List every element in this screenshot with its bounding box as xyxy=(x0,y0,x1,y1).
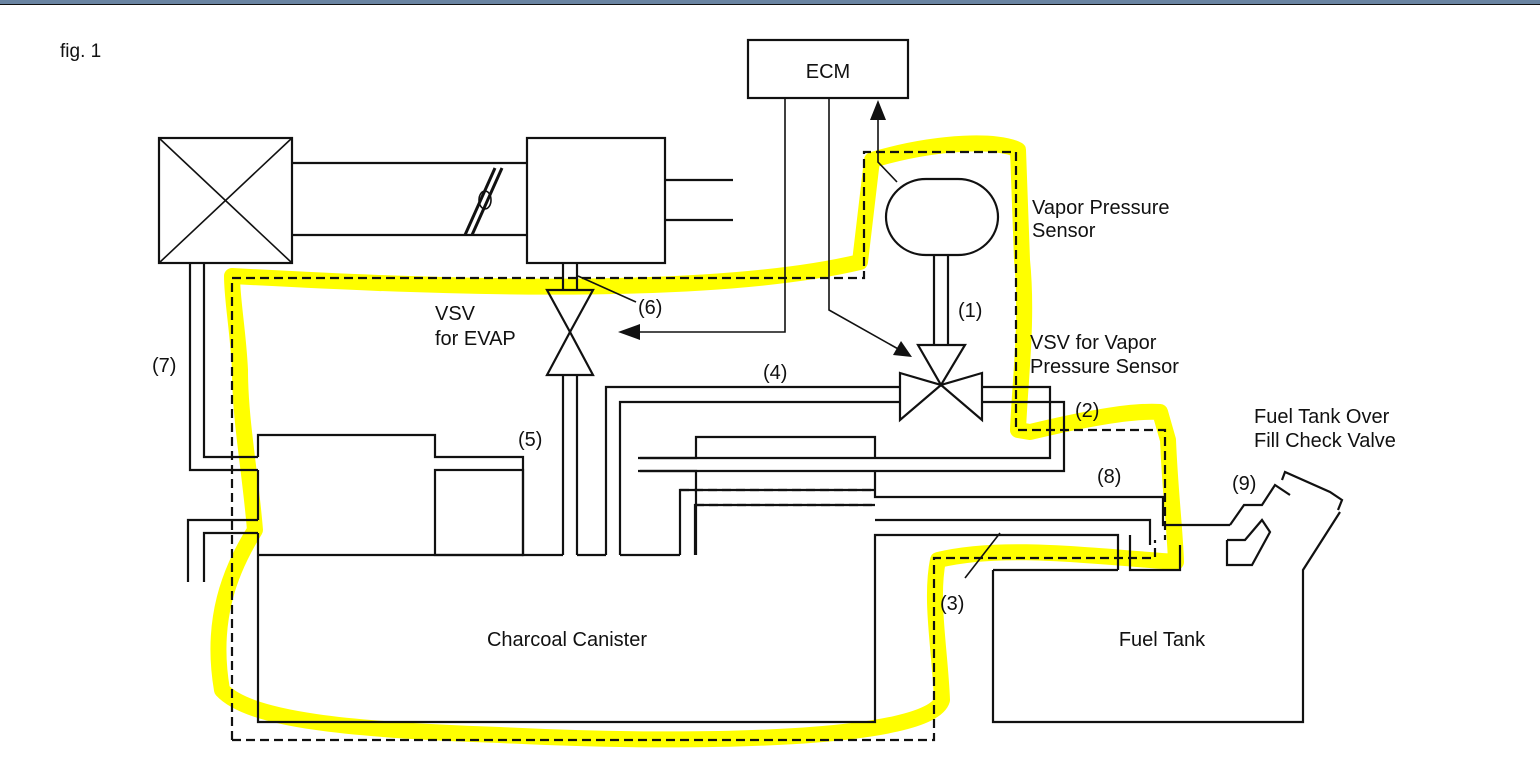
throttle-valve-icon xyxy=(463,167,504,236)
figure-caption: fig. 1 xyxy=(60,41,101,62)
air-cleaner xyxy=(157,136,294,265)
vsv-evap: VSV for EVAP xyxy=(435,275,637,555)
vapor-pressure-sensor: Vapor Pressure Sensor xyxy=(884,177,1169,345)
fuel-tank: Fuel Tank xyxy=(991,511,1341,724)
callout-1: (1) xyxy=(958,300,982,322)
intake-pipe xyxy=(292,161,527,237)
fuel-tank-label: Fuel Tank xyxy=(1119,629,1206,651)
pipe-8-chamber xyxy=(638,435,1230,572)
vapor-pressure-sensor-label-2: Sensor xyxy=(1032,220,1096,242)
vsv-vapor-pressure-sensor: VSV for Vapor Pressure Sensor xyxy=(604,332,1179,555)
arrow-icon xyxy=(870,100,886,120)
check-valve-label-2: Fill Check Valve xyxy=(1254,430,1396,452)
check-valve-label-1: Fuel Tank Over xyxy=(1254,406,1390,428)
vsv-vapor-label-1: VSV for Vapor xyxy=(1030,332,1157,354)
vapor-pressure-sensor-label-1: Vapor Pressure xyxy=(1032,197,1169,219)
vsv-evap-label-1: VSV xyxy=(435,303,476,325)
intake-manifold xyxy=(525,136,733,290)
dashed-outline-sensor xyxy=(230,150,1167,740)
vsv-evap-label-2: for EVAP xyxy=(435,328,516,350)
pipe-7 xyxy=(186,263,258,582)
callout-3: (3) xyxy=(940,593,964,615)
callout-9: (9) xyxy=(1232,473,1256,495)
callout-4: (4) xyxy=(763,362,787,384)
callout-7: (7) xyxy=(152,355,176,377)
callout-6: (6) xyxy=(638,297,662,319)
callout-5: (5) xyxy=(518,429,542,451)
callout-2: (2) xyxy=(1075,400,1099,422)
fuel-tank-over-fill-check-valve: Fuel Tank Over Fill Check Valve xyxy=(1225,406,1396,567)
highlighted-path xyxy=(210,135,1184,748)
arrow-icon xyxy=(893,341,912,357)
charcoal-canister-label: Charcoal Canister xyxy=(487,629,647,651)
charcoal-canister: Charcoal Canister xyxy=(256,433,1120,724)
arrow-icon xyxy=(618,324,640,340)
callout-8: (8) xyxy=(1097,466,1121,488)
ecm-label: ECM xyxy=(806,61,850,83)
ecm-box: ECM xyxy=(618,38,912,357)
callout-3-leader xyxy=(964,532,1001,579)
dashed-outline-canister xyxy=(232,540,1157,742)
window-top-bar xyxy=(0,0,1540,5)
vsv-vapor-label-2: Pressure Sensor xyxy=(1030,356,1179,378)
